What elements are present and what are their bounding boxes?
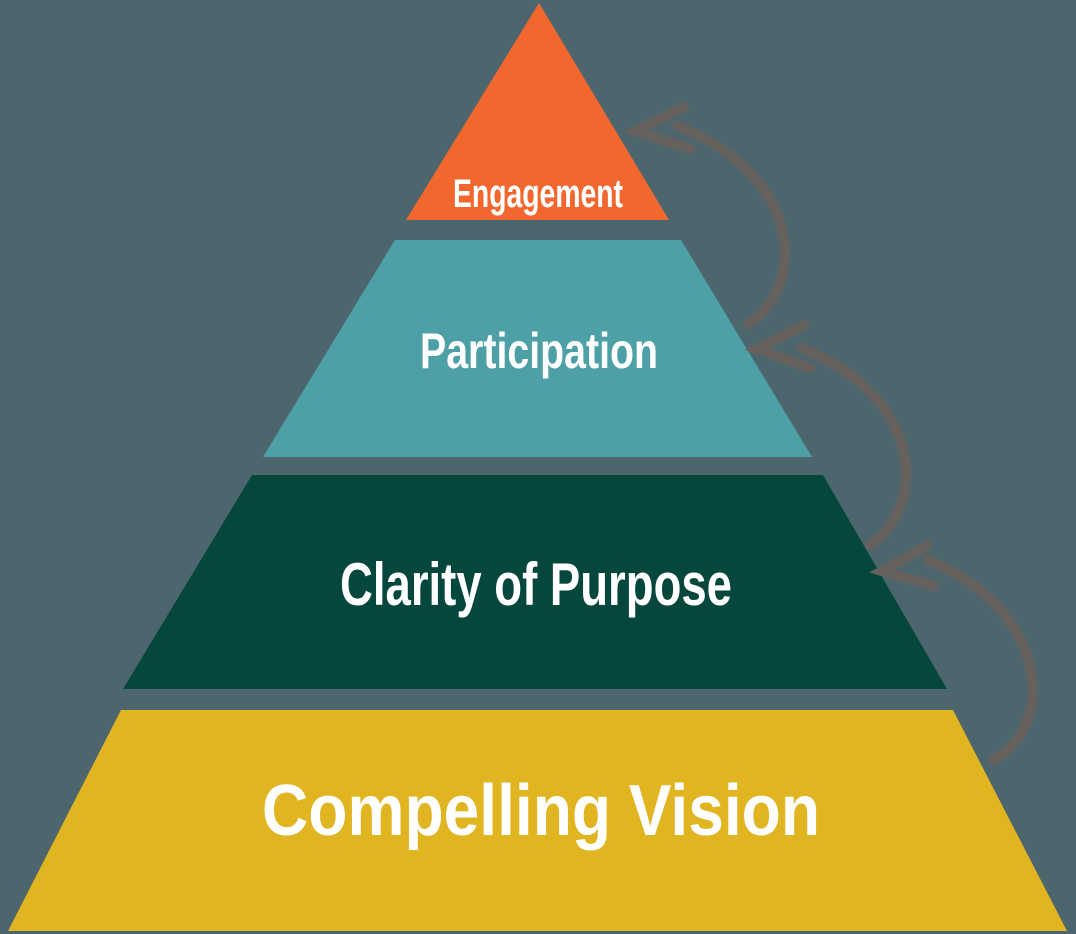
tier-shape-clarity-of-purpose	[123, 475, 947, 689]
arrow-arc	[923, 555, 1038, 765]
arrow-arc	[797, 343, 911, 550]
tier-shape-engagement	[406, 3, 669, 220]
tier-label-engagement: Engagement	[453, 172, 623, 216]
tier-label-participation: Participation	[420, 323, 658, 379]
arrow-participation-to-engagement-icon	[622, 102, 790, 329]
arrow-head	[622, 102, 695, 154]
arrow-clarity-to-participation-icon	[744, 320, 911, 550]
arrow-head	[869, 541, 939, 591]
tier-shape-participation	[263, 240, 812, 457]
arrow-vision-to-clarity-icon	[869, 541, 1038, 765]
tier-label-compelling-vision: Compelling Vision	[262, 771, 820, 851]
arrow-head	[744, 320, 815, 373]
tier-shape-compelling-vision	[8, 710, 1067, 931]
arrow-arc	[673, 121, 790, 329]
tier-label-clarity-of-purpose: Clarity of Purpose	[340, 551, 732, 618]
